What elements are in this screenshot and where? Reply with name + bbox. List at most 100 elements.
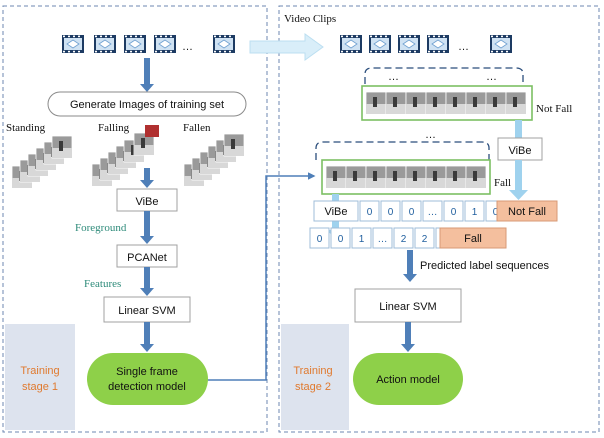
- generate-images-box: [47, 91, 247, 117]
- seq-cell: [464, 200, 485, 222]
- video-reel-icon: [153, 34, 177, 54]
- standing-label: Standing: [6, 122, 46, 134]
- seq-cell: [359, 200, 380, 222]
- fall-tag: [439, 227, 507, 249]
- stage1-label-line1: Training: [20, 365, 59, 377]
- stage1-label-bg: [5, 324, 75, 430]
- stage2-panel: [278, 5, 600, 433]
- single-frame-model-line1: Single frame: [116, 366, 178, 378]
- arrow-notfall-to-vibe: [515, 120, 522, 138]
- fall-tag-text: Fall: [464, 233, 482, 245]
- svm-text-stage1: Linear SVM: [118, 305, 175, 317]
- video-reel-icon: [339, 34, 363, 54]
- seq-cell: [401, 200, 422, 222]
- seq-cell-value: 0: [409, 207, 415, 218]
- seq-cell: [414, 227, 435, 249]
- seq-cell: [393, 227, 414, 249]
- video-clips-label: Video Clips: [284, 13, 336, 25]
- seq-cell: [422, 200, 443, 222]
- video-reel-icon: [368, 34, 392, 54]
- reel-ellipsis-stage2: …: [458, 41, 469, 53]
- video-reel-icon: [489, 34, 513, 54]
- vibe-text-right: ViBe: [508, 145, 531, 157]
- seq-cell: [372, 227, 393, 249]
- foreground-label: Foreground: [75, 222, 127, 234]
- single-frame-model-line2: detection model: [108, 381, 186, 393]
- generate-images-text: Generate Images of training set: [70, 99, 224, 111]
- seq-cell-value: 1: [359, 234, 365, 245]
- stage2-label-line1: Training: [293, 365, 332, 377]
- stage1-panel: [2, 5, 268, 433]
- seq-cell-value: 0: [338, 234, 344, 245]
- action-model-text: Action model: [376, 374, 440, 386]
- arrow-head: [509, 190, 528, 200]
- seq-cell-value: 2: [422, 234, 428, 245]
- arrow-head: [140, 180, 154, 188]
- arrow-head: [140, 344, 154, 352]
- seq-cell-value: 0: [493, 207, 499, 218]
- arrow-head: [403, 274, 417, 282]
- transfer-arrow: [249, 33, 324, 61]
- video-reel-icon: [397, 34, 421, 54]
- arrow-vibe-to-fall-seq: [332, 220, 339, 232]
- brace-dots-3: …: [425, 129, 436, 141]
- vibe-text-left: ViBe: [324, 206, 347, 218]
- fall-label: Fall: [494, 177, 511, 189]
- vibe-box-left: [313, 200, 359, 222]
- arrow-head: [401, 344, 415, 352]
- action-model-node: [353, 353, 463, 405]
- brace-dots-1: …: [388, 71, 399, 83]
- seq-cell: [351, 227, 372, 249]
- svm-text-stage2: Linear SVM: [379, 301, 436, 313]
- arrow-head: [140, 84, 154, 92]
- predicted-label: Predicted label sequences: [420, 260, 550, 272]
- vibe-text-stage1: ViBe: [135, 196, 158, 208]
- seq-cell-value: 0: [451, 207, 457, 218]
- single-frame-model-node: [87, 353, 208, 405]
- not-fall-frames: [365, 91, 527, 115]
- not-fall-sequence: ViBe 0 0 0 … 0 1 0 Not Fall: [313, 200, 558, 222]
- pcanet-text: PCANet: [127, 252, 167, 264]
- seq-cell-value: …: [378, 234, 388, 245]
- clip-brace-bottom: [315, 141, 490, 160]
- reel-ellipsis: …: [182, 41, 193, 53]
- video-reel-icon: [93, 34, 117, 54]
- seq-cell-value: 0: [317, 234, 323, 245]
- stage1-label-line2: stage 1: [22, 381, 58, 393]
- seq-cell: [309, 227, 330, 249]
- fall-frames: [325, 165, 487, 189]
- seq-cell-value: …: [428, 207, 438, 218]
- svm-box-stage2: [354, 288, 462, 323]
- video-reel-icon: [123, 34, 147, 54]
- brace-dots-2: …: [486, 71, 497, 83]
- not-fall-tag: [496, 200, 558, 222]
- fall-sequence: 0 0 1 … 2 2 2 Fall: [309, 227, 507, 249]
- fallen-frames: [183, 133, 245, 187]
- seq-cell-value: 0: [367, 207, 373, 218]
- arrow-head: [140, 236, 154, 244]
- standing-frames: [11, 135, 73, 189]
- seq-cell: [330, 227, 351, 249]
- falling-label: Falling: [98, 122, 130, 134]
- not-fall-tag-text: Not Fall: [508, 206, 546, 218]
- video-reel-icon: [212, 34, 236, 54]
- fallen-label: Fallen: [183, 122, 211, 134]
- seq-cell-value: 1: [472, 207, 478, 218]
- not-fall-label: Not Fall: [536, 103, 572, 115]
- arrow-fall-to-vibe: [332, 194, 339, 202]
- stage2-label-bg: [281, 324, 349, 430]
- seq-cell-value: 2: [401, 234, 407, 245]
- seq-cell-value: 0: [388, 207, 394, 218]
- falling-frames: [91, 125, 159, 187]
- seq-cell: [380, 200, 401, 222]
- video-reel-icon: [61, 34, 85, 54]
- stage2-label-line2: stage 2: [295, 381, 331, 393]
- arrow-head: [140, 288, 154, 296]
- arrow-vibe-to-notfall-seq: [515, 160, 522, 192]
- clip-brace-top: [364, 67, 524, 84]
- video-reel-icon: [426, 34, 450, 54]
- features-label: Features: [84, 278, 121, 290]
- connector-model-to-stage2: [208, 172, 316, 381]
- seq-cell: [443, 200, 464, 222]
